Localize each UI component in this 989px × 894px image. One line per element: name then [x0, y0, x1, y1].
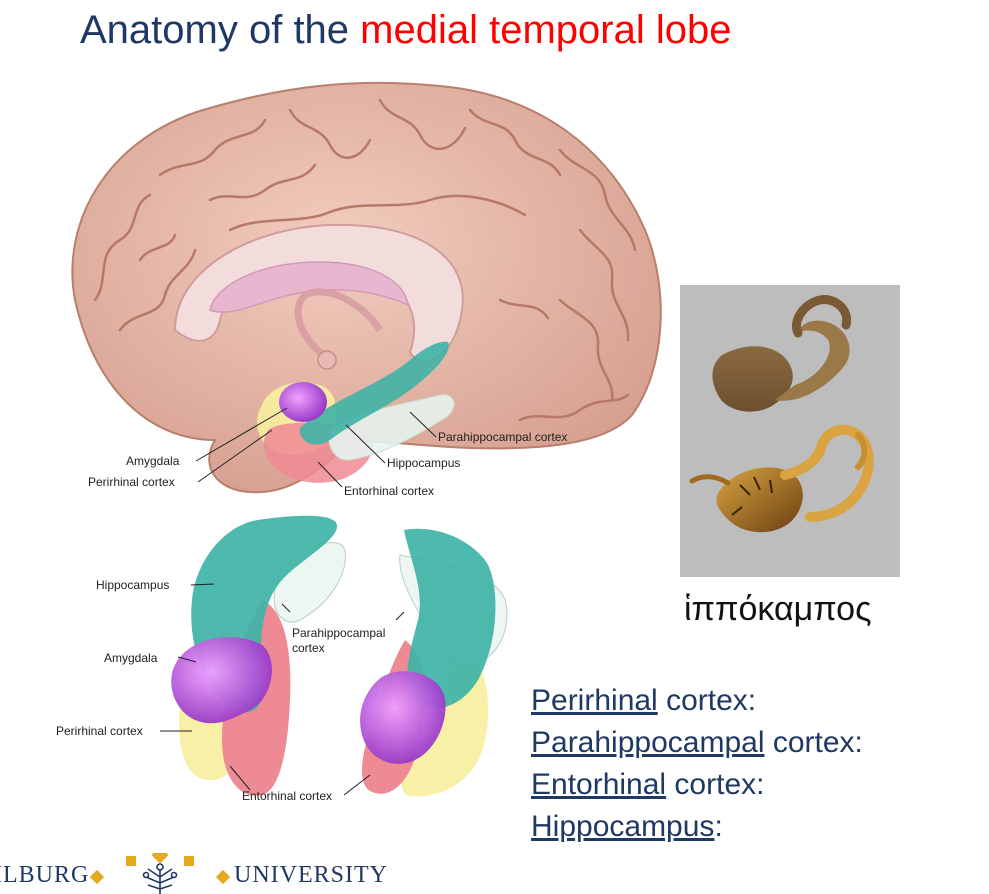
logo-emblem-icon — [90, 853, 230, 894]
amygdala-region — [279, 382, 327, 422]
terms-list: Perirhinal cortex: Parahippocampal corte… — [531, 680, 863, 848]
hippocampus-region — [299, 341, 449, 445]
term-perirhinal-word: Perirhinal — [531, 684, 658, 717]
term-entorhinal: Entorhinal cortex: — [531, 764, 863, 806]
right-hippocampus — [404, 528, 496, 709]
gyri-folds — [93, 98, 637, 422]
term-entorhinal-rest: cortex: — [666, 768, 765, 801]
term-hippocampus-word: Hippocampus — [531, 810, 715, 843]
right-amygdala — [360, 671, 446, 764]
university-logo: ILBURG UNIVERSITY — [0, 853, 434, 894]
term-entorhinal-word: Entorhinal — [531, 768, 667, 801]
term-perirhinal: Perirhinal cortex: — [531, 680, 863, 722]
left-hemisphere-structures — [171, 515, 346, 796]
right-hemisphere-structures — [360, 528, 508, 797]
logo-word-right: UNIVERSITY — [234, 862, 388, 888]
label-bottom-entorhinal: Entorhinal cortex — [242, 789, 332, 803]
fornix — [294, 288, 383, 363]
term-parahippocampal-rest: cortex: — [764, 726, 863, 759]
term-hippocampus: Hippocampus: — [531, 806, 863, 848]
slide-title: Anatomy of the medial temporal lobe — [80, 8, 731, 53]
seahorse-image — [689, 424, 874, 533]
bottom-leader-lines — [160, 583, 405, 796]
label-top-amygdala: Amygdala — [126, 454, 180, 468]
term-perirhinal-rest: cortex: — [657, 684, 757, 717]
hippocampus-seahorse-photo — [680, 285, 900, 577]
photo-caption-greek: ἱππόκαμπος — [684, 590, 872, 628]
brain-medial-view: Amygdala Perirhinal cortex Entorhinal co… — [71, 81, 662, 498]
label-top-perirhinal: Perirhinal cortex — [88, 475, 175, 489]
mtl-ventral-view: Hippocampus Amygdala Perirhinal cortex P… — [56, 515, 508, 803]
logo-word-left: ILBURG — [0, 862, 90, 888]
label-top-hippocampus: Hippocampus — [387, 456, 460, 470]
label-bottom-parahippocampal-2: cortex — [292, 641, 325, 655]
title-part-highlight: medial temporal lobe — [360, 8, 732, 52]
parahippocampal-region — [328, 394, 455, 461]
label-bottom-parahippocampal-1: Parahippocampal — [292, 626, 385, 640]
label-bottom-perirhinal: Perirhinal cortex — [56, 724, 143, 738]
label-top-entorhinal: Entorhinal cortex — [344, 484, 434, 498]
left-amygdala — [171, 637, 272, 724]
label-top-parahippocampal: Parahippocampal cortex — [438, 430, 567, 444]
label-bottom-hippocampus: Hippocampus — [96, 578, 169, 592]
ventricle — [209, 261, 409, 314]
term-hippocampus-rest: : — [714, 810, 723, 843]
mammillary-body — [317, 350, 337, 370]
label-bottom-amygdala: Amygdala — [104, 651, 158, 665]
term-parahippocampal: Parahippocampal cortex: — [531, 722, 863, 764]
title-part-plain: Anatomy of the — [80, 8, 361, 52]
dissected-hippocampus-image — [712, 295, 852, 412]
term-parahippocampal-word: Parahippocampal — [531, 726, 765, 759]
top-leader-lines — [195, 407, 437, 488]
